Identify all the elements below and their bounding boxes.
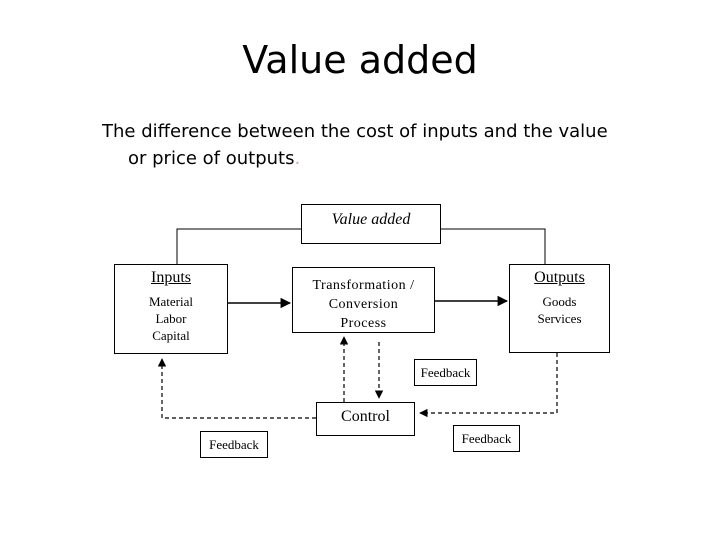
feedback-right-label: Feedback — [420, 365, 471, 380]
value-added-box: Value added — [301, 204, 441, 244]
subtitle-line-2: or price of outputs — [128, 148, 295, 169]
outputs-item: Goods — [542, 294, 577, 309]
outputs-heading: Outputs — [534, 269, 585, 286]
slide-subtitle: The difference between the cost of input… — [102, 118, 662, 172]
control-to-inputs-path — [157, 358, 316, 419]
value-added-label: Value added — [331, 211, 411, 228]
subtitle-line-1: The difference between the cost of input… — [102, 121, 608, 142]
transformation-line: Conversion — [328, 297, 399, 312]
inputs-box: Inputs Material Labor Capital — [114, 264, 228, 354]
outputs-item: Services — [537, 311, 582, 326]
feedback-bottom-right-box: Feedback — [453, 425, 520, 452]
control-label: Control — [341, 408, 390, 425]
value-added-bracket-left — [176, 228, 301, 264]
feedback-bottom-right-label: Feedback — [461, 431, 512, 446]
inputs-heading: Inputs — [151, 269, 191, 286]
feedback-bottom-left-box: Feedback — [200, 431, 268, 458]
subtitle-period: . — [294, 148, 301, 169]
inputs-item: Labor — [155, 311, 187, 326]
value-added-bracket-right — [440, 228, 546, 264]
slide-title: Value added — [242, 38, 478, 82]
transformation-line: Process — [340, 316, 387, 331]
outputs-box: Outputs Goods Services — [509, 264, 610, 353]
outputs-feedback-path — [419, 353, 558, 418]
feedback-right-box: Feedback — [414, 359, 477, 386]
transformation-line: Transformation / — [312, 278, 415, 293]
subtitle-line-2-wrap: or price of outputs. — [102, 145, 662, 172]
control-box: Control — [316, 402, 415, 436]
inputs-item: Material — [148, 294, 194, 309]
inputs-item: Capital — [152, 328, 190, 343]
feedback-bottom-left-label: Feedback — [209, 437, 259, 452]
transformation-box: Transformation / Conversion Process — [292, 267, 435, 333]
